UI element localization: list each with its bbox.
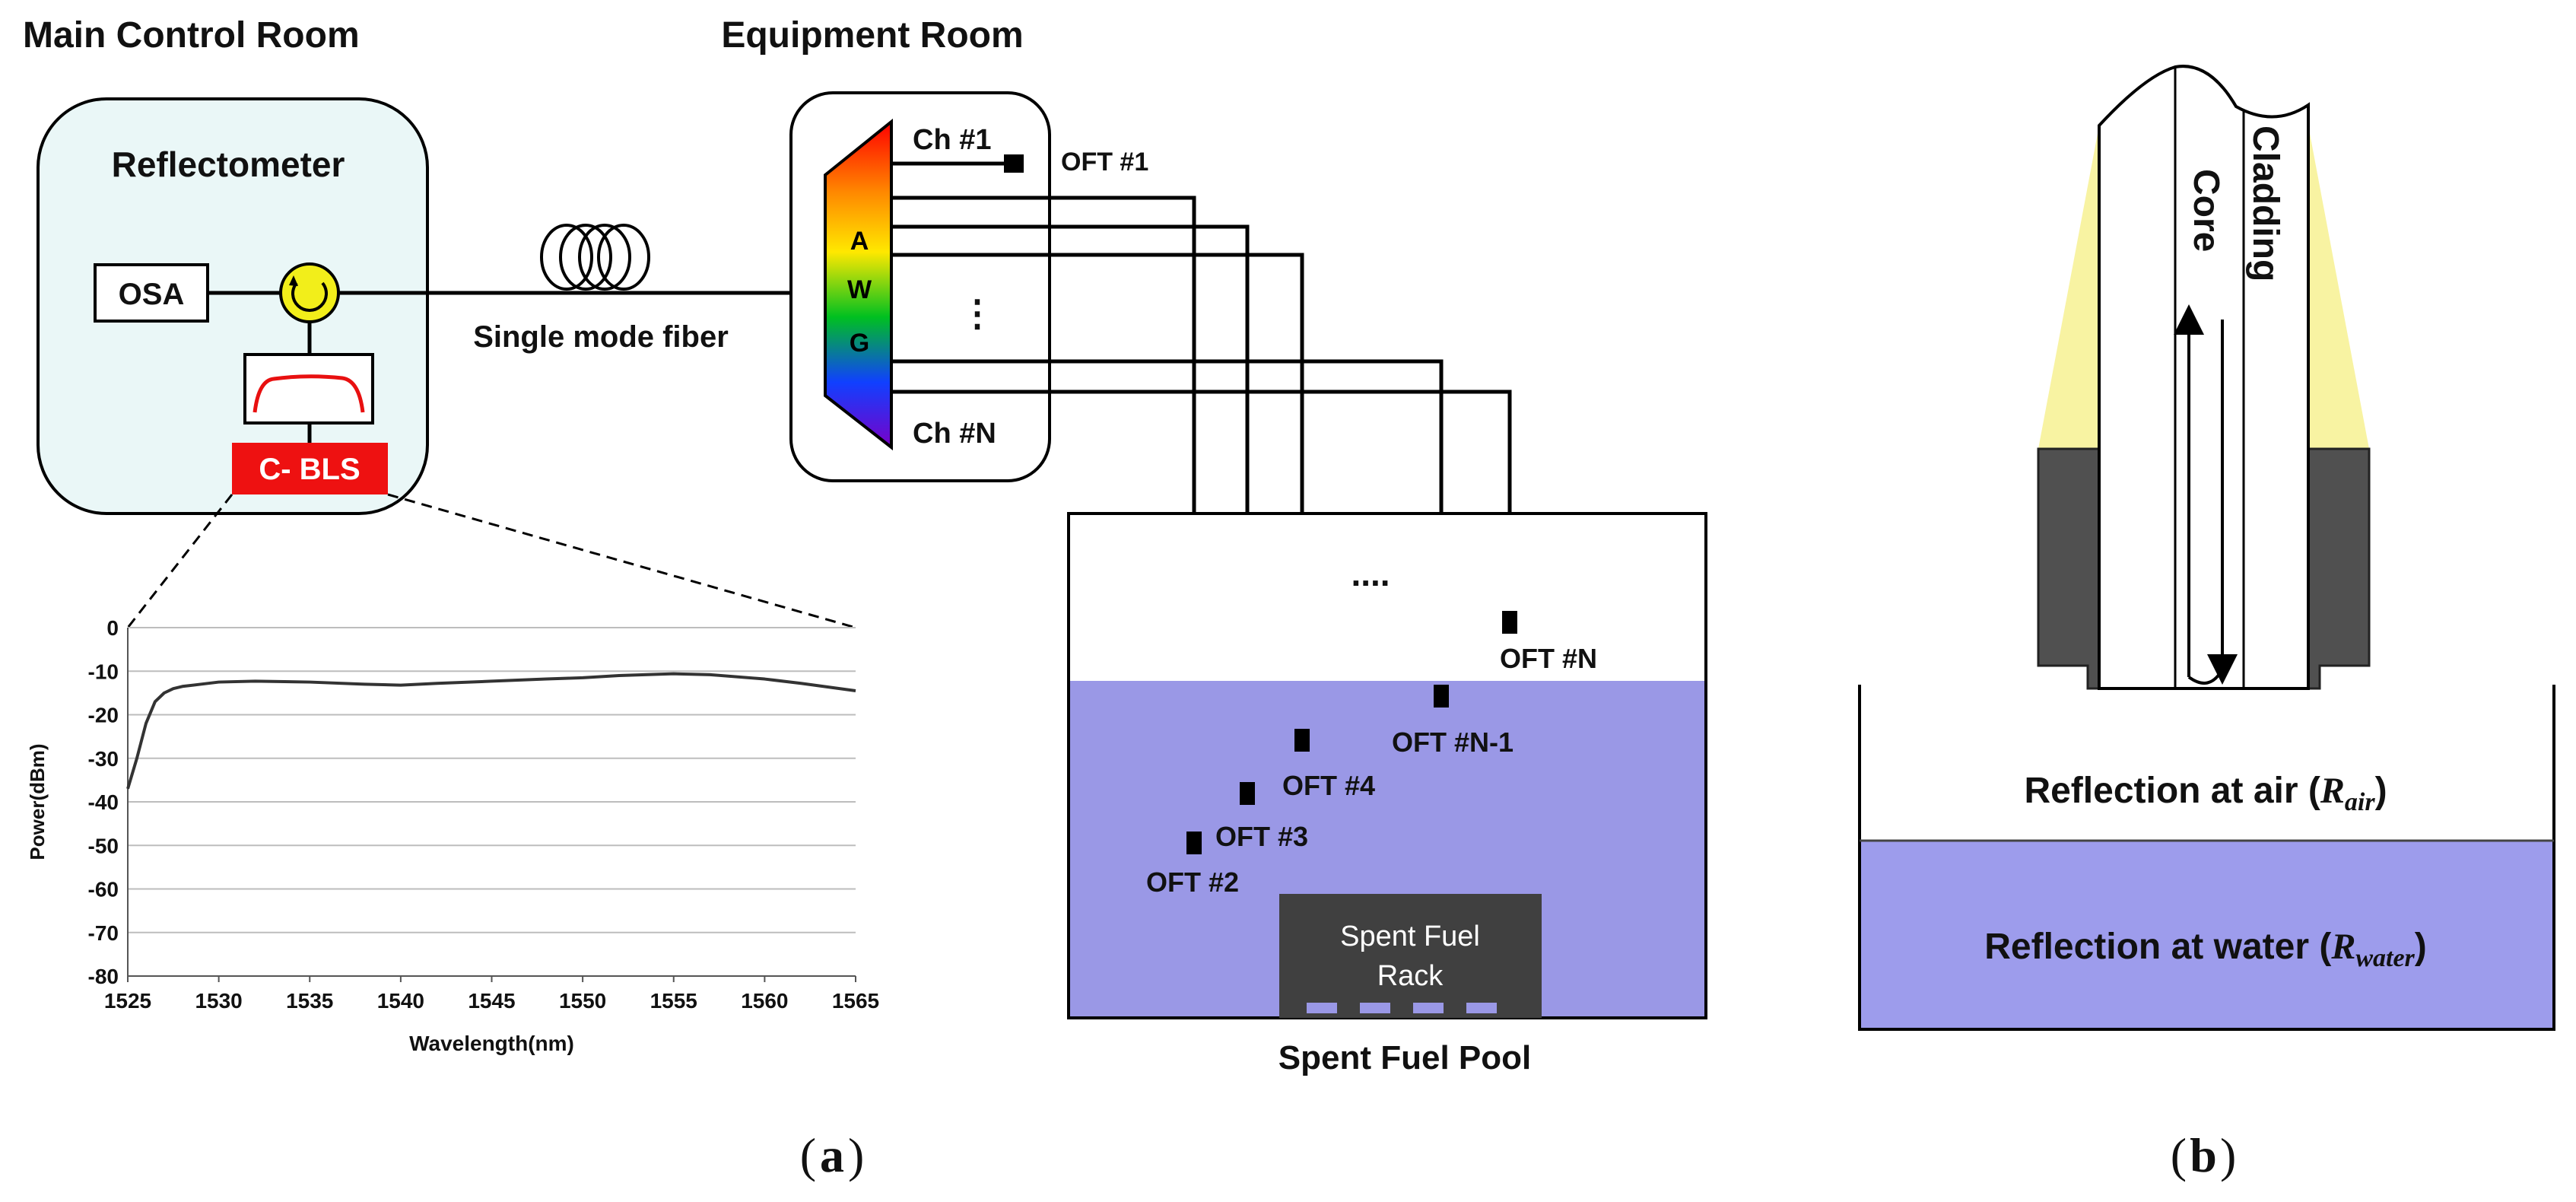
x-tick-label: 1540 — [377, 989, 424, 1013]
caption-a-close: ) — [848, 1128, 864, 1182]
caption-a-letter: a — [820, 1128, 844, 1182]
pool-ellipsis: .... — [1351, 554, 1390, 593]
rack-label-line2: Rack — [1377, 960, 1444, 992]
y-tick-label: -70 — [88, 921, 119, 945]
caption-b-open: ( — [2171, 1128, 2187, 1182]
equipment-room-title: Equipment Room — [721, 15, 1023, 56]
circulator-icon — [279, 262, 340, 323]
caption-a-open: ( — [800, 1128, 816, 1182]
x-tick-label: 1535 — [286, 989, 333, 1013]
cladding-taper-right — [2308, 126, 2369, 449]
spectrum-curve — [253, 374, 365, 413]
sensor-label-oft-n-1: OFT #N-1 — [1392, 727, 1514, 758]
sensor-label-oft-4: OFT #4 — [1282, 770, 1375, 801]
fiber-coil-icon — [540, 224, 650, 291]
y-tick-label: -60 — [88, 878, 119, 901]
pool-air-region — [1069, 514, 1706, 681]
x-tick-label: 1555 — [650, 989, 697, 1013]
awg-letter-a: A — [850, 227, 869, 256]
zoom-line-right — [387, 493, 856, 629]
y-tick-label: -80 — [88, 965, 119, 988]
osa-label: OSA — [119, 278, 185, 311]
sensor-label-oft-2: OFT #2 — [1146, 867, 1239, 898]
sensor-label-oft-3: OFT #3 — [1215, 821, 1308, 852]
spent-fuel-pool-title: Spent Fuel Pool — [1278, 1039, 1531, 1076]
reflectometer-label: Reflectometer — [112, 145, 345, 184]
y-tick-label: 0 — [106, 616, 119, 640]
y-tick-label: -10 — [88, 660, 119, 683]
y-tick-label: -20 — [88, 704, 119, 727]
channel-first-label: Ch #1 — [913, 124, 991, 156]
y-tick-label: -40 — [88, 790, 119, 814]
power-series-line — [126, 672, 856, 790]
fiber-holder — [2037, 447, 2101, 690]
x-tick-label: 1565 — [832, 989, 879, 1013]
channel-last-label: Ch #N — [913, 418, 996, 450]
reflection-air-label: Reflection at air (Rair) — [2024, 771, 2387, 816]
c-bls-label: C- BLS — [259, 453, 360, 486]
osa-box — [94, 263, 209, 323]
x-axis-title: Wavelength(nm) — [409, 1032, 574, 1055]
caption-b-letter: b — [2190, 1128, 2217, 1182]
x-tick-label: 1525 — [104, 989, 151, 1013]
core-label: Core — [2186, 169, 2226, 252]
main-control-room-title: Main Control Room — [23, 15, 360, 56]
rack-label-line1: Spent Fuel — [1340, 921, 1480, 952]
awg-letter-w: W — [847, 275, 872, 304]
circulator-arrow-icon — [291, 281, 328, 312]
sensor-label-oft-1: OFT #1 — [1061, 148, 1148, 176]
x-tick-label: 1560 — [741, 989, 788, 1013]
y-tick-label: -30 — [88, 747, 119, 771]
spent-fuel-rack — [1279, 894, 1542, 1018]
fiber-label: Single mode fiber — [473, 320, 729, 354]
channel-ellipsis: ⋮ — [959, 294, 996, 334]
zoom-line-left — [126, 494, 233, 628]
spectrum-box — [243, 353, 374, 425]
sensor-markers — [1004, 154, 1517, 854]
rack-slots — [1307, 1003, 1497, 1013]
x-tick-label: 1550 — [559, 989, 606, 1013]
x-tick-label: 1530 — [195, 989, 242, 1013]
c-bls-box — [232, 443, 388, 494]
y-tick-label: -50 — [88, 834, 119, 857]
awg-icon — [824, 118, 893, 451]
y-axis-title: Power(dBm) — [26, 743, 49, 860]
caption-b-close: ) — [2220, 1128, 2236, 1182]
water-region — [1860, 841, 2554, 1029]
container-outline — [1858, 685, 2555, 1031]
cladding-taper-left — [2038, 126, 2099, 449]
x-tick-label: 1545 — [468, 989, 515, 1013]
cladding-label: Cladding — [2245, 126, 2285, 281]
reflection-path-icon — [2174, 304, 2238, 685]
reflection-water-label: Reflection at water (Rwater) — [1984, 927, 2427, 972]
fiber-body — [2098, 65, 2310, 690]
awg-letter-g: G — [850, 329, 869, 358]
sensor-label-oft-n: OFT #N — [1500, 643, 1597, 674]
